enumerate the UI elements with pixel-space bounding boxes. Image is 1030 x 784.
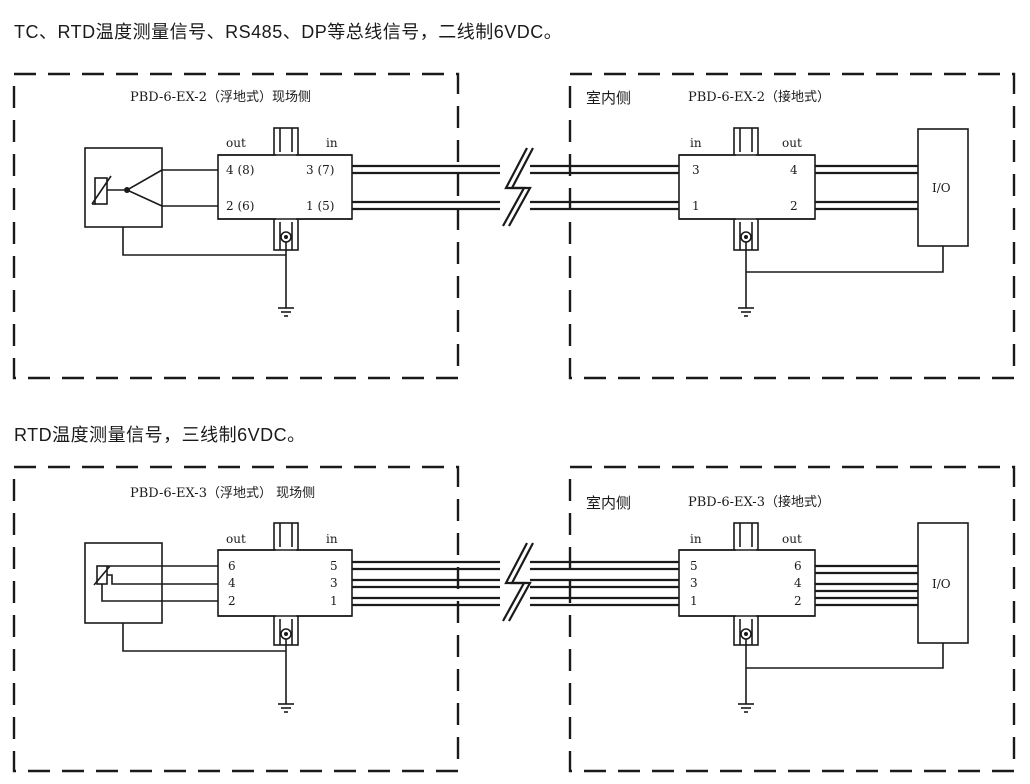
section1-field-out-label: out bbox=[226, 136, 246, 150]
section1-indoor-out-term-1: 4 bbox=[790, 163, 798, 177]
section1-heading: TC、RTD温度测量信号、RS485、DP等总线信号，二线制6VDC。 bbox=[14, 22, 562, 42]
section2-indoor-in-term-3: 1 bbox=[690, 594, 698, 608]
section2-indoor-in-term-2: 3 bbox=[690, 576, 698, 590]
section2-indoor-boundary bbox=[568, 465, 1016, 773]
section1-io-ground-wire bbox=[746, 246, 944, 273]
section1-field-module bbox=[217, 127, 353, 251]
section2-heading: RTD温度测量信号，三线制6VDC。 bbox=[14, 425, 306, 445]
section2-io-ground-wire bbox=[746, 643, 944, 669]
section2-sensor-wire-c bbox=[101, 584, 218, 602]
section2-field-in-term-2: 3 bbox=[330, 576, 338, 590]
section1-field-out-term-2: 2 (6) bbox=[226, 199, 254, 213]
ground-icon bbox=[278, 307, 294, 317]
section1-indoor-in-term-1: 3 bbox=[692, 163, 700, 177]
cable-break-icon bbox=[500, 542, 534, 622]
section1-indoor-in-label: in bbox=[690, 136, 702, 150]
ground-icon bbox=[278, 703, 294, 713]
section1-sensor-icon bbox=[84, 147, 163, 228]
section2-field-in-label: in bbox=[326, 532, 338, 546]
cable-break-icon bbox=[500, 147, 534, 227]
section2-indoor-module bbox=[678, 522, 816, 646]
section2-indoor-out-term-3: 2 bbox=[794, 594, 802, 608]
section1-io-box bbox=[917, 128, 969, 247]
section2-indoor-title: PBD-6-EX-3（接地式） bbox=[688, 494, 830, 510]
section1-indoor-title: PBD-6-EX-2（接地式） bbox=[688, 89, 830, 105]
section1-field-out-term-1: 4 (8) bbox=[226, 163, 254, 177]
section2-field-boundary bbox=[12, 465, 460, 773]
section1-field-in-term-1: 3 (7) bbox=[306, 163, 334, 177]
section2-field-out-term-2: 4 bbox=[228, 576, 236, 590]
section2-sensor-wire-b bbox=[107, 574, 218, 585]
section2-field-out-label: out bbox=[226, 532, 246, 546]
section1-sensor-shield-wire bbox=[122, 227, 286, 256]
section1-indoor-out-label: out bbox=[782, 136, 802, 150]
section1-io-label: I/O bbox=[932, 181, 951, 195]
section1-field-in-term-2: 1 (5) bbox=[306, 199, 334, 213]
section2-io-box bbox=[917, 522, 969, 644]
ground-icon bbox=[738, 703, 754, 713]
section2-field-out-term-1: 6 bbox=[228, 559, 236, 573]
section2-indoor-in-term-1: 5 bbox=[690, 559, 698, 573]
section2-field-out-term-3: 2 bbox=[228, 594, 236, 608]
section1-indoor-boundary bbox=[568, 72, 1016, 380]
section1-field-in-label: in bbox=[326, 136, 338, 150]
section2-field-title: PBD-6-EX-3（浮地式） 现场侧 bbox=[130, 486, 315, 501]
section2-indoor-label: 室内侧 bbox=[586, 494, 631, 512]
section1-field-boundary bbox=[12, 72, 460, 380]
section2-field-module bbox=[217, 522, 353, 646]
section2-indoor-in-label: in bbox=[690, 532, 702, 546]
section1-indoor-label: 室内侧 bbox=[586, 89, 631, 107]
section2-indoor-out-label: out bbox=[782, 532, 802, 546]
section1-field-title: PBD-6-EX-2（浮地式）现场侧 bbox=[130, 90, 311, 105]
section2-rtd-sensor-icon bbox=[84, 542, 163, 624]
section2-indoor-out-term-2: 4 bbox=[794, 576, 802, 590]
section2-indoor-out-term-1: 6 bbox=[794, 559, 802, 573]
section1-indoor-in-term-2: 1 bbox=[692, 199, 700, 213]
section1-indoor-out-term-2: 2 bbox=[790, 199, 798, 213]
ground-icon bbox=[738, 307, 754, 317]
section2-field-in-term-3: 1 bbox=[330, 594, 338, 608]
section2-sensor-shield-wire bbox=[122, 623, 286, 652]
section2-io-label: I/O bbox=[932, 577, 951, 591]
section2-field-in-term-1: 5 bbox=[330, 559, 338, 573]
